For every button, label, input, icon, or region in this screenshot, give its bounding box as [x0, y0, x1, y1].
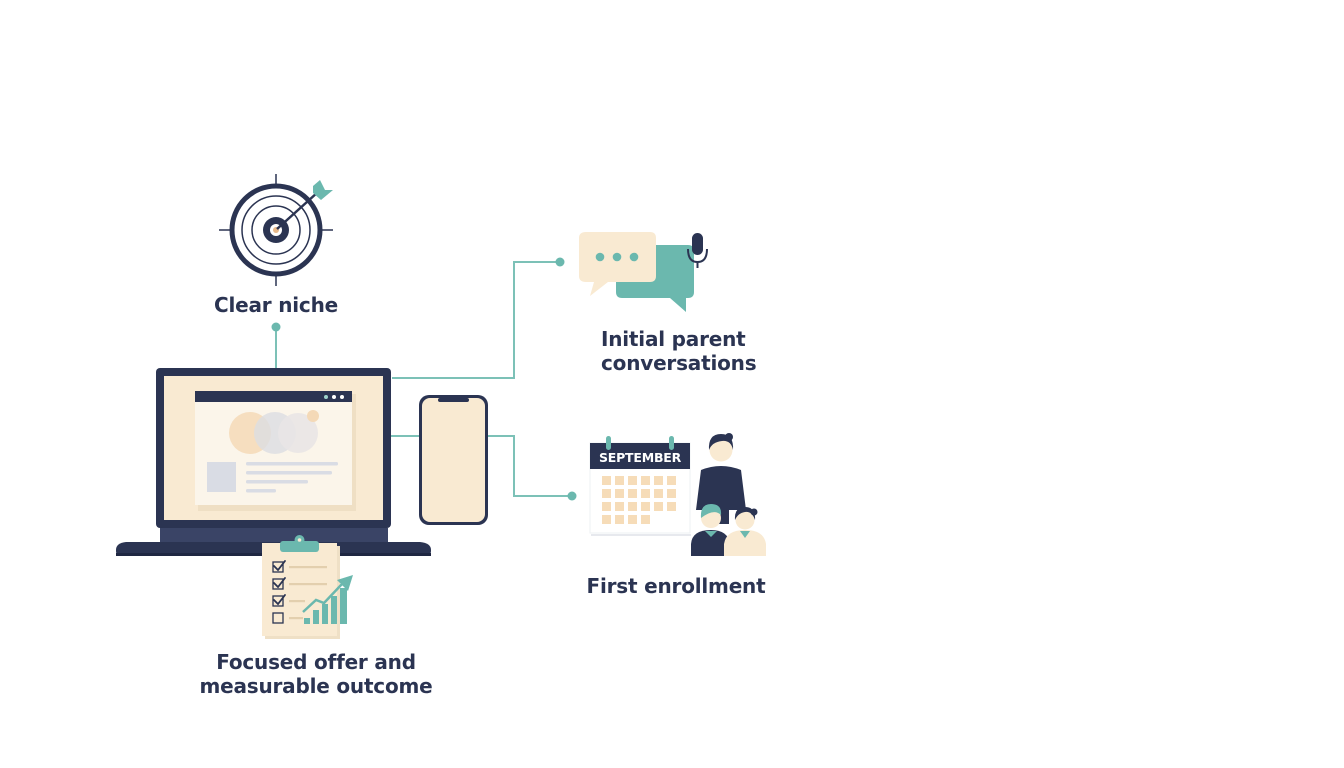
calendar-month-label: SEPTEMBER	[599, 450, 682, 465]
calendar-day-grid	[602, 476, 676, 524]
calendar-day-cell	[615, 515, 624, 524]
label-line: conversations	[601, 351, 757, 375]
node-label-initial-parent-conversations: Initial parent conversations	[601, 327, 757, 375]
connector-dot-niche	[271, 322, 281, 332]
calendar-day-cell	[602, 502, 611, 511]
calendar-day-cell	[667, 502, 676, 511]
calendar-day-cell	[667, 476, 676, 485]
parent-and-children-icon	[691, 433, 766, 556]
calendar-day-cell	[641, 476, 650, 485]
calendar-day-cell	[615, 502, 624, 511]
calendar-day-cell	[628, 489, 637, 498]
calendar-day-cell	[654, 489, 663, 498]
calendar-day-cell	[654, 476, 663, 485]
microphone-icon	[687, 233, 708, 268]
calendar-day-cell	[602, 476, 611, 485]
label-line: Initial parent	[601, 327, 746, 351]
connector-conversations	[392, 261, 560, 379]
growth-chart-icon	[302, 575, 353, 624]
smartphone-icon	[419, 395, 488, 525]
calendar-day-cell	[628, 515, 637, 524]
calendar-day-cell	[654, 502, 663, 511]
node-label-first-enrollment: First enrollment	[586, 574, 766, 598]
label-line: Focused offer and	[216, 650, 416, 674]
arrow-icon	[276, 180, 333, 230]
connector-dot-conversations	[555, 257, 565, 267]
node-label-clear-niche: Clear niche	[214, 293, 338, 317]
calendar-day-cell	[667, 489, 676, 498]
calendar-day-cell	[628, 502, 637, 511]
connector-dot-enrollment	[567, 491, 577, 501]
laptop-icon	[116, 368, 431, 556]
calendar-day-cell	[628, 476, 637, 485]
calendar-day-cell	[641, 489, 650, 498]
calendar-icon: SEPTEMBER	[589, 436, 691, 536]
calendar-day-cell	[641, 515, 650, 524]
calendar-day-cell	[615, 489, 624, 498]
calendar-day-cell	[602, 489, 611, 498]
node-label-focused-offer: Focused offer and measurable outcome	[196, 650, 436, 698]
chat-bubbles-icon	[579, 232, 694, 312]
calendar-day-cell	[641, 502, 650, 511]
calendar-day-cell	[602, 515, 611, 524]
checklist-clipboard-icon	[262, 535, 340, 639]
label-line: measurable outcome	[199, 674, 433, 698]
calendar-day-cell	[615, 476, 624, 485]
